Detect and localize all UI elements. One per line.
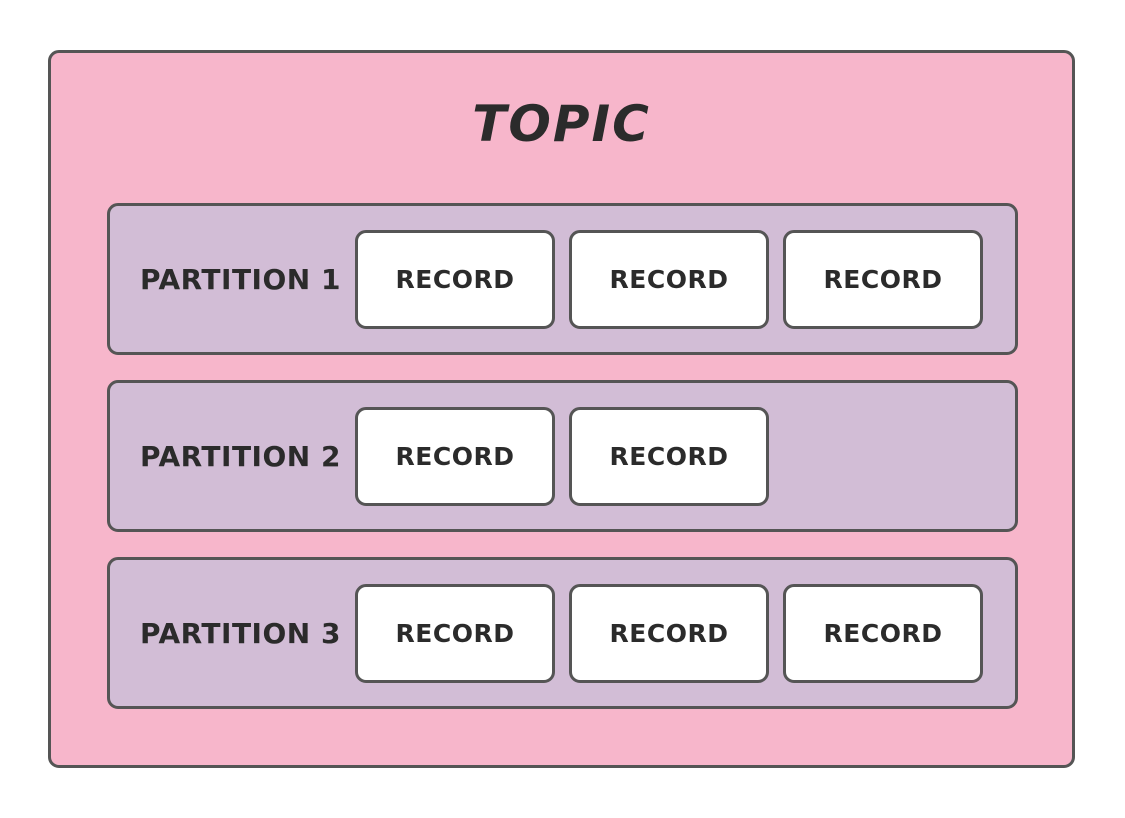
record-box: RECORD	[355, 406, 555, 506]
partition-label: PARTITION 3	[140, 616, 341, 650]
partition-row: PARTITION 1 RECORD RECORD RECORD	[107, 203, 1018, 355]
topic-container: TOPIC PARTITION 1 RECORD RECORD RECORD P…	[48, 50, 1075, 768]
record-list: RECORD RECORD	[355, 406, 1015, 506]
record-box: RECORD	[569, 583, 769, 683]
topic-title: TOPIC	[472, 95, 651, 153]
partition-row: PARTITION 2 RECORD RECORD	[107, 380, 1018, 532]
record-box: RECORD	[569, 406, 769, 506]
record-list: RECORD RECORD RECORD	[355, 229, 1015, 329]
record-box: RECORD	[783, 229, 983, 329]
record-box: RECORD	[355, 229, 555, 329]
record-box: RECORD	[569, 229, 769, 329]
partition-label: PARTITION 1	[140, 262, 341, 296]
record-list: RECORD RECORD RECORD	[355, 583, 1015, 683]
record-box: RECORD	[783, 583, 983, 683]
record-box: RECORD	[355, 583, 555, 683]
partition-list: PARTITION 1 RECORD RECORD RECORD PARTITI…	[107, 203, 1018, 709]
partition-label: PARTITION 2	[140, 439, 341, 473]
partition-row: PARTITION 3 RECORD RECORD RECORD	[107, 557, 1018, 709]
